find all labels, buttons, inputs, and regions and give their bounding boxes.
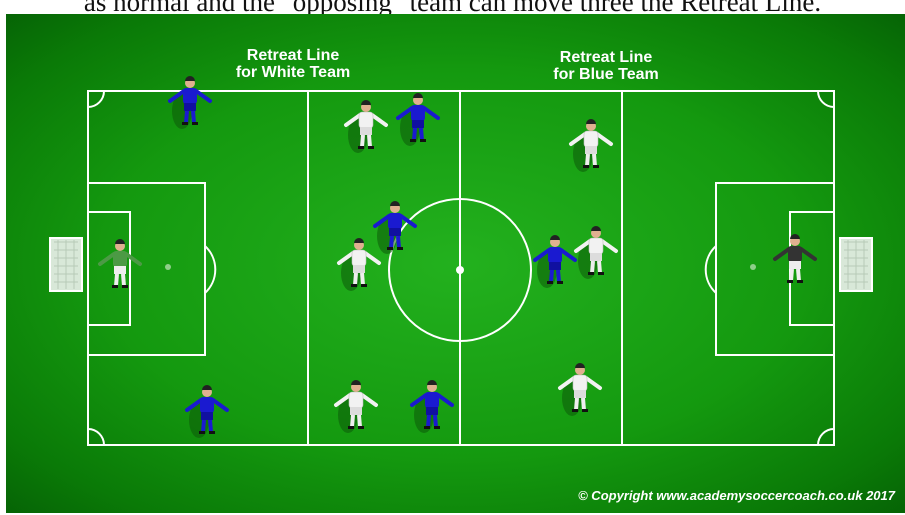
corner-arc-bottom-right: [818, 429, 834, 445]
center-spot: [456, 266, 464, 274]
retreat-line-white-label: Retreat Line for White Team: [228, 47, 358, 81]
goalkeeper-right: [775, 234, 815, 283]
blue-player: [412, 380, 452, 433]
retreat-line-white-label-line1: Retreat Line: [228, 47, 358, 64]
penalty-spot-left: [165, 264, 171, 270]
white-player: [560, 363, 600, 416]
white-player: [336, 380, 376, 433]
penalty-box-left: [88, 183, 205, 355]
retreat-line-blue-label-line2: for Blue Team: [541, 66, 671, 83]
copyright-notice: © Copyright www.academysoccercoach.co.uk…: [578, 488, 895, 503]
soccer-pitch: Retreat Line for White Team Retreat Line…: [6, 14, 905, 513]
penalty-arc-left: [205, 246, 215, 293]
pitch-diagram: [6, 14, 905, 513]
retreat-line-white-label-line2: for White Team: [228, 64, 358, 81]
white-player: [576, 226, 616, 279]
white-player: [571, 119, 611, 172]
white-player: [346, 100, 386, 153]
blue-player: [170, 76, 210, 129]
penalty-box-right: [716, 183, 834, 355]
penalty-arc-right: [706, 246, 716, 293]
retreat-line-blue-label: Retreat Line for Blue Team: [541, 49, 671, 83]
penalty-spot-right: [750, 264, 756, 270]
blue-player: [187, 385, 227, 438]
blue-player: [535, 235, 575, 288]
blue-player: [375, 201, 415, 254]
goal-left: [50, 238, 82, 291]
goalkeeper-left: [100, 239, 140, 288]
retreat-line-blue-label-line1: Retreat Line: [541, 49, 671, 66]
white-player: [339, 238, 379, 291]
header-partial-text: as normal and the "opposing" team can mo…: [0, 0, 905, 15]
corner-arc-top-right: [818, 91, 834, 107]
corner-arc-bottom-left: [88, 429, 104, 445]
corner-arc-top-left: [88, 91, 104, 107]
blue-player: [398, 93, 438, 146]
goal-right: [840, 238, 872, 291]
